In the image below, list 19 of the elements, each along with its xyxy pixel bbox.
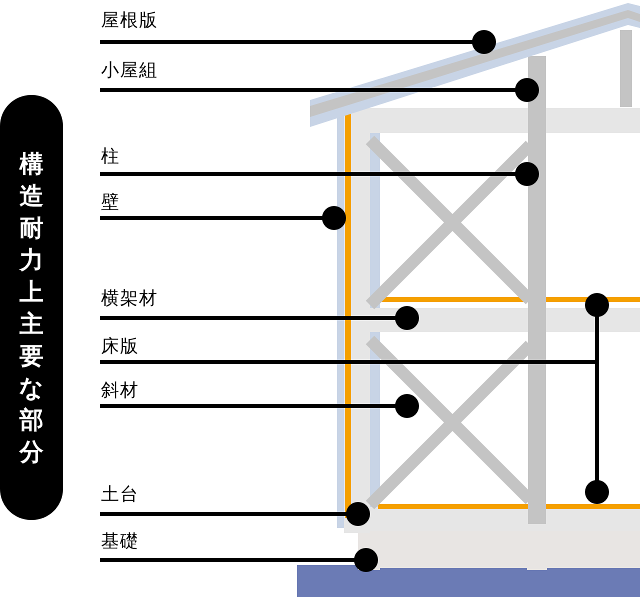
part-label: 土台 (101, 484, 139, 506)
part-label: 壁 (101, 192, 120, 214)
part-label: 小屋組 (101, 60, 158, 82)
part-label: 基礎 (101, 531, 139, 553)
leader-line (100, 502, 370, 526)
leader-line (98, 293, 609, 504)
vertical-title-badge: 構造耐力上主要な部分 (0, 95, 63, 520)
leader-line (100, 30, 496, 54)
leader-line (100, 206, 346, 230)
leader-line (100, 394, 419, 418)
leader-line (100, 162, 539, 186)
part-label: 屋根版 (101, 10, 158, 32)
leader-line (100, 548, 378, 572)
leader-line (100, 78, 539, 102)
part-label: 斜材 (101, 380, 139, 402)
part-label: 横架材 (101, 288, 158, 310)
part-label: 床版 (101, 336, 139, 358)
leader-line (100, 306, 419, 330)
part-label: 柱 (101, 146, 120, 168)
